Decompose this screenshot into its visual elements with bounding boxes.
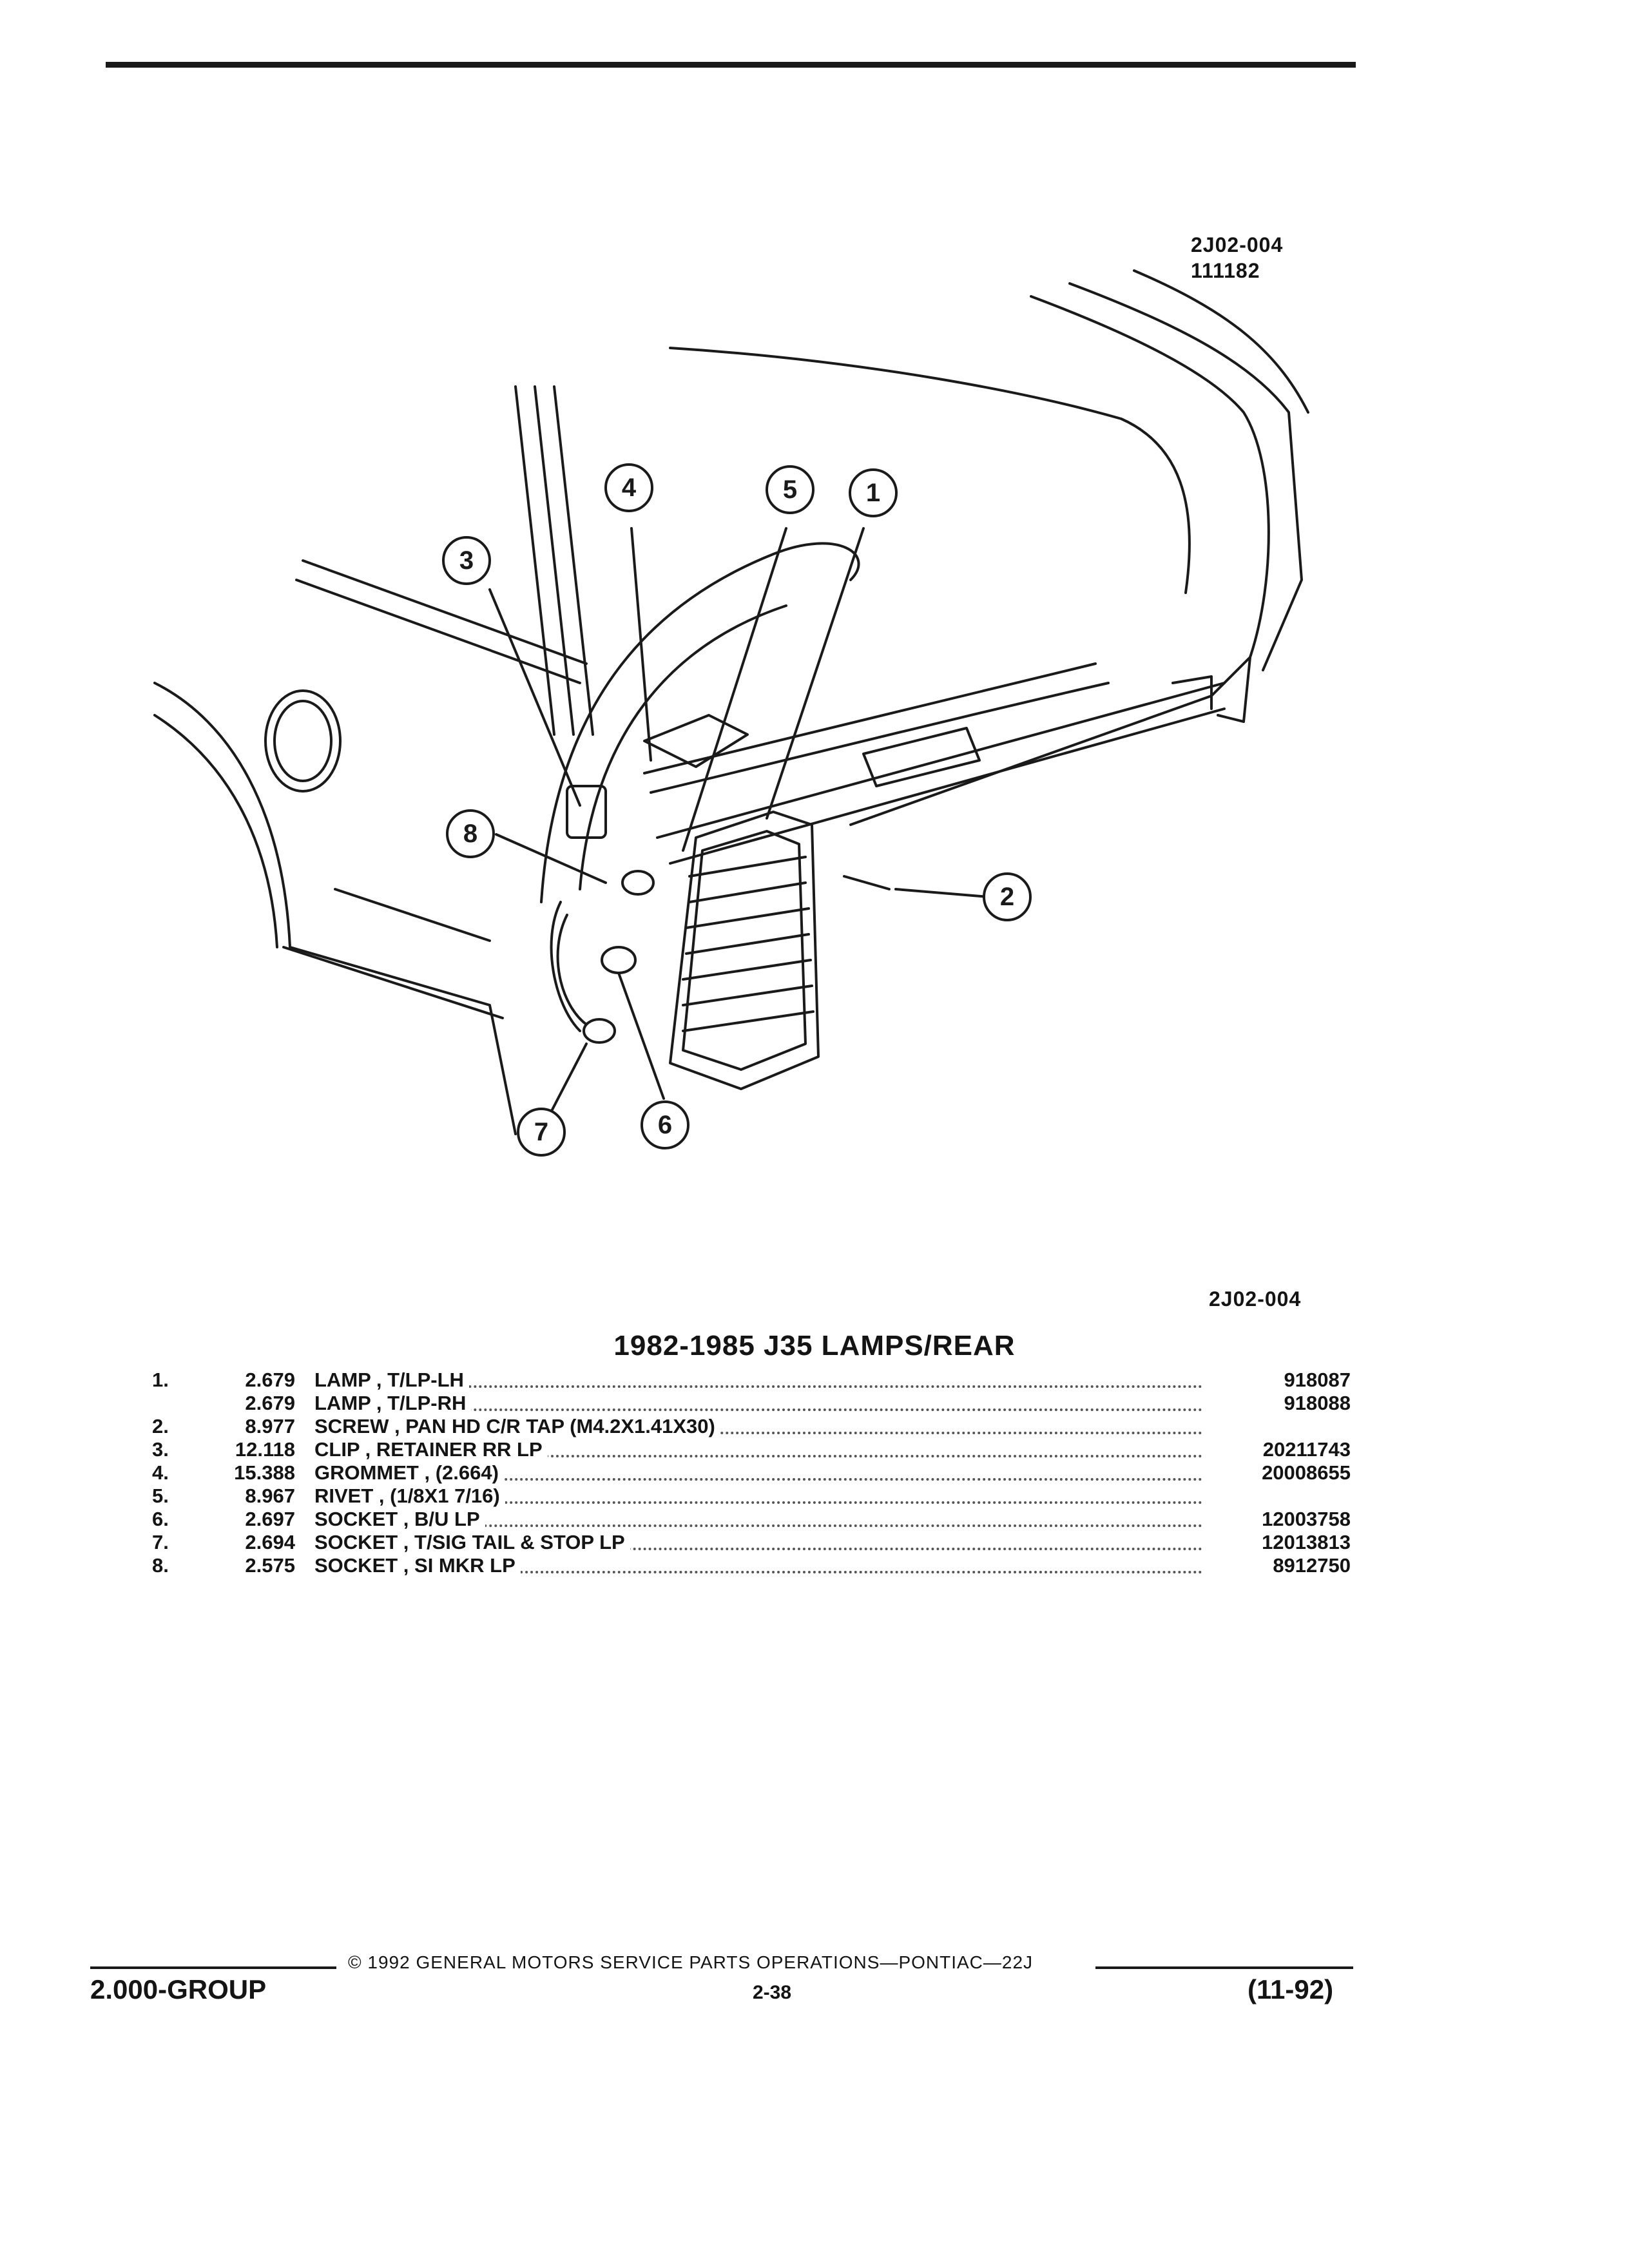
parts-row: 2.679 LAMP , T/LP-RH 918088 [152, 1392, 1351, 1415]
parts-row: 4. 15.388 GROMMET , (2.664) 20008655 [152, 1461, 1351, 1485]
item-number: 5. [152, 1485, 169, 1507]
top-rule [106, 62, 1356, 68]
callout-label: 6 [658, 1111, 672, 1139]
callout-label: 5 [783, 476, 797, 504]
parts-row: 1. 2.679 LAMP , T/LP-LH 918087 [152, 1369, 1351, 1392]
parts-list-title: 1982-1985 J35 LAMPS/REAR [613, 1330, 1016, 1361]
trunk-opening [669, 347, 1191, 594]
figure-code-top: 2J02-004 111182 [1191, 232, 1283, 284]
part-description: CLIP , RETAINER RR LP [314, 1438, 548, 1461]
parts-row: 3. 12.118 CLIP , RETAINER RR LP 20211743 [152, 1438, 1351, 1461]
footer-date: (11-92) [1248, 1974, 1334, 2004]
leader-dots [314, 1385, 1202, 1388]
item-number: 4. [152, 1461, 169, 1484]
leader-dots [314, 1432, 1202, 1434]
part-number: 918088 [1284, 1392, 1351, 1414]
callout-label: 1 [866, 479, 880, 507]
wheel-house [540, 542, 860, 903]
group-reference: 2.694 [245, 1531, 295, 1553]
fuel-door [264, 689, 342, 793]
callout-label: 3 [459, 546, 474, 575]
leader-dots [314, 1571, 1202, 1573]
footer-rule-left [90, 1966, 336, 1969]
group-reference: 8.967 [245, 1485, 295, 1507]
leader-dots [314, 1501, 1202, 1504]
callout-label: 4 [622, 474, 637, 502]
callout-6 [641, 1100, 689, 1149]
parts-row: 5. 8.967 RIVET , (1/8X1 7/16) [152, 1485, 1351, 1508]
item-number: 7. [152, 1531, 169, 1553]
group-reference: 2.679 [245, 1392, 295, 1414]
figure-date-code: 111182 [1191, 259, 1260, 282]
callout-2 [983, 872, 1032, 921]
leader-dots [314, 1478, 1202, 1481]
callout-5 [766, 465, 815, 514]
footer-rule-right [1095, 1966, 1353, 1969]
figure-code-bottom: 2J02-004 [1209, 1287, 1302, 1311]
parts-row: 6. 2.697 SOCKET , B/U LP 12003758 [152, 1508, 1351, 1531]
part-description: LAMP , T/LP-RH [314, 1392, 472, 1415]
part-description: SOCKET , SI MKR LP [314, 1554, 521, 1577]
footer-page-number: 2-38 [753, 1982, 792, 2003]
figure-code: 2J02-004 [1191, 233, 1284, 256]
footer-copyright: © 1992 GENERAL MOTORS SERVICE PARTS OPER… [348, 1952, 1034, 1972]
item-number: 6. [152, 1508, 169, 1530]
part-description: SOCKET , B/U LP [314, 1508, 485, 1531]
callout-label: 8 [463, 820, 477, 848]
part-number: 20211743 [1262, 1438, 1351, 1461]
item-number: 8. [152, 1554, 169, 1577]
parts-row: 2. 8.977 SCREW , PAN HD C/R TAP (M4.2X1.… [152, 1415, 1351, 1438]
part-description: GROMMET , (2.664) [314, 1461, 504, 1485]
parts-row: 8. 2.575 SOCKET , SI MKR LP 8912750 [152, 1554, 1351, 1577]
leader-dots [314, 1455, 1202, 1457]
part-description: RIVET , (1/8X1 7/16) [314, 1485, 505, 1508]
part-number: 918087 [1284, 1369, 1351, 1391]
group-reference: 15.388 [234, 1461, 295, 1484]
group-reference: 2.697 [245, 1508, 295, 1530]
screw-part [843, 875, 891, 890]
part-number: 12013813 [1262, 1531, 1351, 1553]
callout-label: 2 [1000, 883, 1014, 911]
footer-group: 2.000-GROUP [90, 1974, 267, 2004]
group-reference: 2.679 [245, 1369, 295, 1391]
part-number: 12003758 [1262, 1508, 1351, 1530]
part-number: 8912750 [1273, 1554, 1351, 1577]
part-description: LAMP , T/LP-LH [314, 1369, 469, 1392]
parts-row: 7. 2.694 SOCKET , T/SIG TAIL & STOP LP 1… [152, 1531, 1351, 1554]
callout-3 [442, 536, 491, 585]
group-reference: 8.977 [245, 1415, 295, 1437]
callout-label: 7 [534, 1118, 548, 1146]
clip-part [566, 785, 607, 839]
callout-8 [446, 809, 495, 858]
leader-dots [314, 1524, 1202, 1527]
leader-dots [314, 1548, 1202, 1550]
callout-4 [604, 463, 653, 512]
group-reference: 2.575 [245, 1554, 295, 1577]
exploded-view-illustration: 1 2 3 4 5 6 7 8 [153, 269, 1309, 1157]
quarter-panel-outline [153, 682, 517, 1135]
part-description: SOCKET , T/SIG TAIL & STOP LP [314, 1531, 630, 1554]
item-number: 1. [152, 1369, 169, 1391]
item-number: 3. [152, 1438, 169, 1461]
callout-7 [517, 1108, 566, 1157]
group-reference: 12.118 [235, 1438, 295, 1461]
callout-1 [849, 468, 898, 517]
part-number: 20008655 [1262, 1461, 1351, 1484]
item-number: 2. [152, 1415, 169, 1437]
leader-dots [314, 1408, 1202, 1411]
part-description: SCREW , PAN HD C/R TAP (M4.2X1.41X30) [314, 1415, 720, 1438]
tail-lamp-assembly [669, 811, 820, 1090]
parts-list: 1. 2.679 LAMP , T/LP-LH 918087 2.679 LAM… [152, 1369, 1351, 1577]
